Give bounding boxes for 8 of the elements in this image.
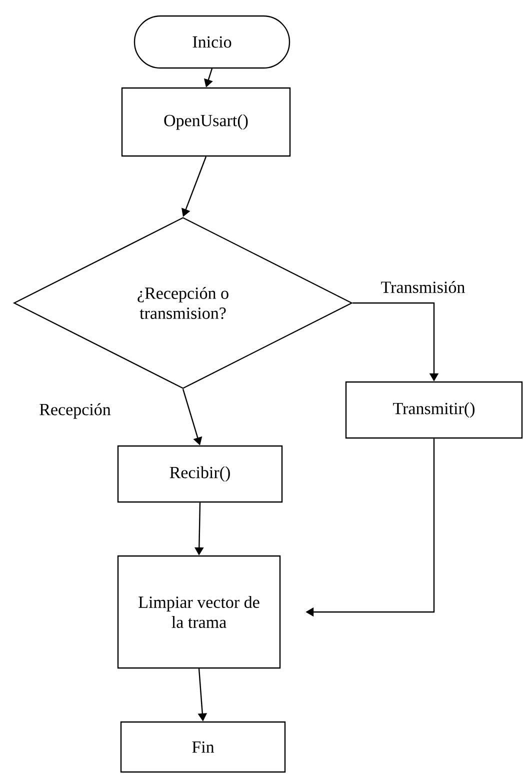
process-box: Recibir() [117,445,283,503]
edge-label: Recepción [38,402,112,420]
edge-label: Transmisión [380,280,466,294]
process-box: Transmitir() [345,381,523,439]
process-box: OpenUsart() [121,87,291,157]
process-box: Limpiar vector de la trama [117,555,281,669]
terminal-box: Inicio [134,15,290,69]
process-box: Fin [120,721,286,773]
